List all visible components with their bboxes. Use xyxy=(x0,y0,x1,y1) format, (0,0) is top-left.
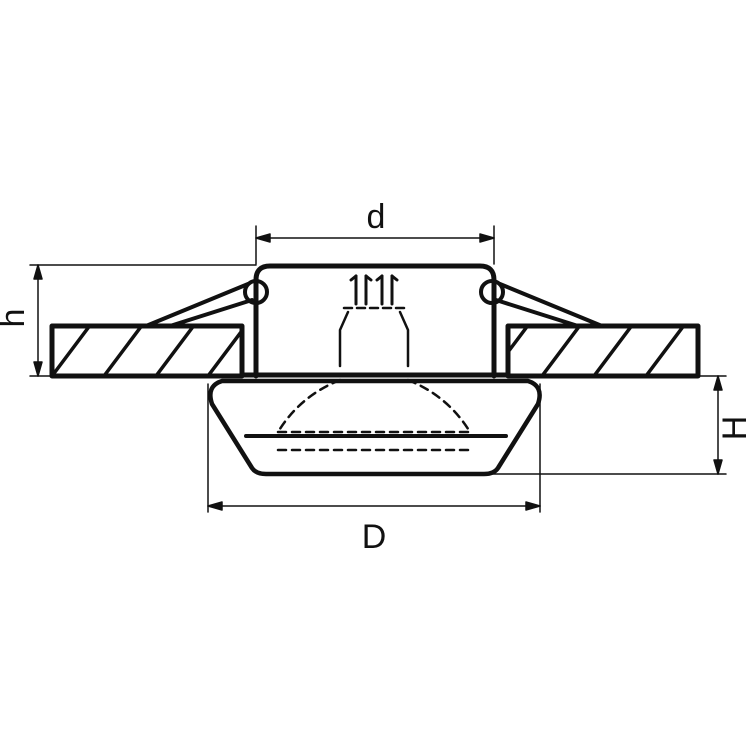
dimension-d xyxy=(255,225,495,265)
label-D: D xyxy=(362,518,387,556)
spring-clip-left xyxy=(144,279,269,328)
glass-bezel xyxy=(208,378,542,477)
dimension-D xyxy=(207,383,541,513)
label-h: h xyxy=(0,309,32,328)
dimension-h xyxy=(29,264,257,377)
label-d: d xyxy=(367,198,386,236)
label-H: H xyxy=(716,416,750,441)
dimension-H xyxy=(489,375,727,475)
mounting-housing xyxy=(253,263,497,379)
spring-clip-right xyxy=(479,279,604,328)
lamp xyxy=(276,274,472,452)
